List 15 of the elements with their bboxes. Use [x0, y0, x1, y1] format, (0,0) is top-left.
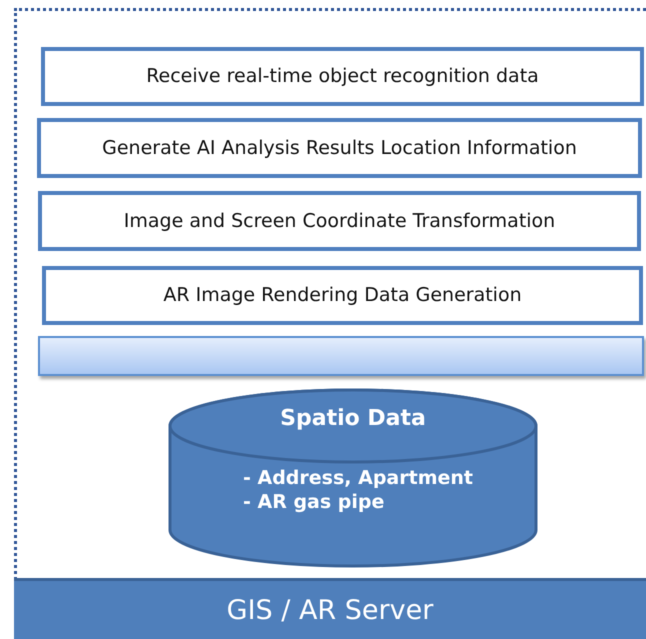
dotted-frame	[14, 8, 646, 580]
process-box	[37, 118, 642, 178]
process-box	[38, 191, 641, 251]
server-label: GIS / AR Server	[226, 594, 434, 626]
step-label: Receive real-time object recognition data	[145, 64, 540, 89]
library-bar	[38, 336, 644, 376]
list-item: - AR gas pipe	[242, 491, 384, 513]
server-bar	[14, 578, 646, 639]
step-label: AR Image Rendering Data Generation	[162, 283, 523, 308]
list-item: - Address, Apartment	[242, 467, 473, 489]
database-title: Spatio Data	[280, 406, 426, 431]
step-label: Generate AI Analysis Results Location Information	[101, 136, 578, 160]
step-label: Image and Screen Coordinate Transformation	[122, 208, 556, 234]
process-box	[42, 266, 643, 325]
process-box	[41, 47, 644, 106]
